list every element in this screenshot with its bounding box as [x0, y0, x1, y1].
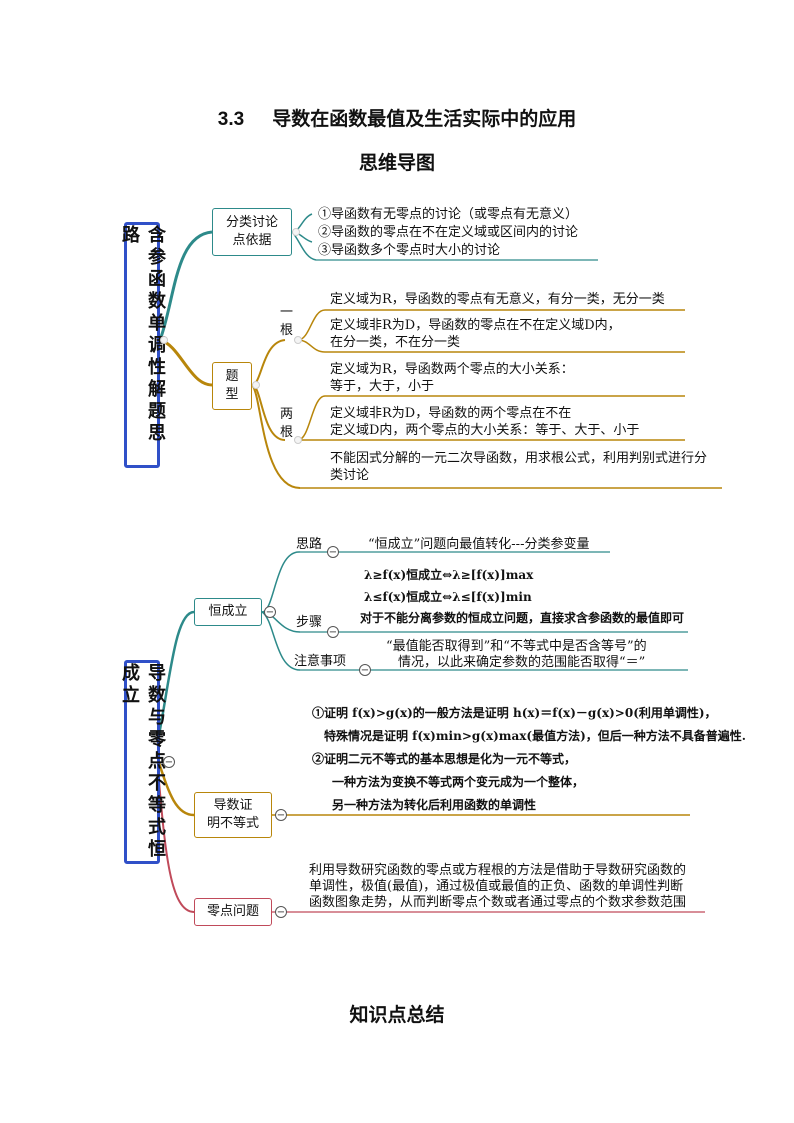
mindmap1-root-label: 含参函数单调性解题思路: [119, 225, 166, 445]
collapse-zero-problem[interactable]: −: [275, 906, 287, 918]
one-root-label-1: 一: [280, 305, 294, 320]
steps-text: 对于不能分离参数的恒成立问题，直接求含参函数的最值即可: [360, 611, 685, 625]
prove-label-2: 明不等式: [206, 816, 259, 831]
one-root-item-1: 定义域为R，导函数的零点有无意义，有分一类，无分一类: [330, 292, 665, 307]
classify-item-1: ①导函数有无零点的讨论（或零点有无意义）: [318, 207, 579, 222]
node-types-label1: 题: [225, 369, 239, 384]
connector-node: [252, 381, 260, 389]
node-types-label2: 型: [225, 387, 239, 402]
mindmap1-root[interactable]: 含参函数单调性解题思路: [119, 222, 166, 468]
zero-line-2: 单调性，极值(最值)，通过极值或最值的正负、函数的单调性判断: [309, 879, 684, 894]
zero-line-1: 利用导数研究函数的零点或方程根的方法是借助于导数研究函数的: [309, 863, 687, 878]
mindmap2-root[interactable]: 导数与零点不等式恒成立: [119, 660, 166, 864]
two-roots-item-3: 定义域非R为D，导函数的两个零点在不在: [330, 406, 572, 421]
page-title: 3.3 导数在函数最值及生活实际中的应用: [0, 104, 794, 131]
classify-item-3: ③导函数多个零点时大小的讨论: [318, 243, 501, 258]
node-classify-basis[interactable]: 分类讨论 点依据: [212, 208, 292, 256]
collapse-root-toggle[interactable]: −: [163, 756, 175, 768]
steps-label: 步骤: [296, 615, 323, 630]
classify-item-2: ②导函数的零点在不在定义域或区间内的讨论: [318, 225, 579, 240]
one-root-item-3: 在分一类，不在分一类: [330, 335, 461, 350]
connector-node: [294, 336, 302, 344]
one-root-item-2: 定义域非R为D，导函数的零点在不在定义域D内，: [330, 318, 621, 333]
idea-formula-min: λ≤f(x)恒成立⇔λ≤[f(x)]min: [364, 590, 532, 604]
other-item-1: 不能因式分解的一元二次导函数，用求根公式，利用判别式进行分: [330, 451, 708, 466]
two-roots-label-1: 两: [280, 407, 294, 422]
other-item-2: 类讨论: [330, 468, 370, 483]
two-roots-item-1: 定义域为R，导函数两个零点的大小关系：: [330, 362, 574, 377]
notes-line-1: “最值能否取得到”和“不等式中是否含等号”的: [386, 639, 647, 654]
two-roots-item-4: 定义域D内，两个零点的大小关系：等于、大于、小于: [330, 423, 640, 438]
collapse-always-holds[interactable]: −: [264, 606, 276, 618]
one-root-label-2: 根: [280, 323, 294, 338]
zero-line-3: 函数图象走势，从而判断零点个数或者通过零点的个数求参数范围: [309, 895, 687, 910]
two-roots-label-2: 根: [280, 425, 294, 440]
node-classify-label2: 点依据: [232, 233, 272, 248]
node-prove-inequality[interactable]: 导数证 明不等式: [194, 792, 272, 838]
node-classify-label1: 分类讨论: [225, 215, 278, 230]
node-always-holds[interactable]: 恒成立: [194, 598, 262, 626]
node-zero-problem[interactable]: 零点问题: [194, 898, 272, 926]
prove-line-1: ①证明 f(x)>g(x)的一般方法是证明 h(x)＝f(x)－g(x)>0(利…: [312, 706, 717, 720]
title-text: 导数在函数最值及生活实际中的应用: [272, 108, 577, 130]
notes-line-2: 情况，以此来确定参数的范围能否取得“＝”: [398, 655, 646, 670]
notes-label: 注意事项: [294, 654, 347, 669]
section-number: 3.3: [217, 109, 245, 130]
prove-line-2: 特殊情况是证明 f(x)min>g(x)max(最值方法)，但后一种方法不具备普…: [324, 729, 746, 743]
prove-label-1: 导数证: [213, 798, 253, 813]
idea-label: 思路: [296, 537, 323, 552]
node-question-types[interactable]: 题 型: [212, 362, 252, 410]
collapse-steps[interactable]: −: [327, 626, 339, 638]
prove-line-4: 一种方法为变换不等式两个变元成为一个整体，: [332, 775, 585, 789]
idea-text: “恒成立”问题向最值转化---分类参变量: [368, 537, 590, 552]
connector-node: [160, 336, 168, 344]
connector-node: [292, 228, 300, 236]
connector-node: [294, 436, 302, 444]
mindmap2-root-label: 导数与零点不等式恒成立: [119, 663, 166, 861]
prove-line-5: 另一种方法为转化后利用函数的单调性: [332, 798, 537, 812]
collapse-prove[interactable]: −: [275, 809, 287, 821]
page-subtitle: 思维导图: [358, 152, 435, 174]
idea-formula-max: λ≥f(x)恒成立⇔λ≥[f(x)]max: [364, 568, 534, 582]
section-heading-summary: 知识点总结: [349, 1004, 445, 1026]
two-roots-item-2: 等于，大于，小于: [330, 379, 435, 394]
prove-line-3: ②证明二元不等式的基本思想是化为一元不等式，: [312, 752, 577, 766]
collapse-notes[interactable]: −: [359, 664, 371, 676]
collapse-idea[interactable]: −: [327, 546, 339, 558]
